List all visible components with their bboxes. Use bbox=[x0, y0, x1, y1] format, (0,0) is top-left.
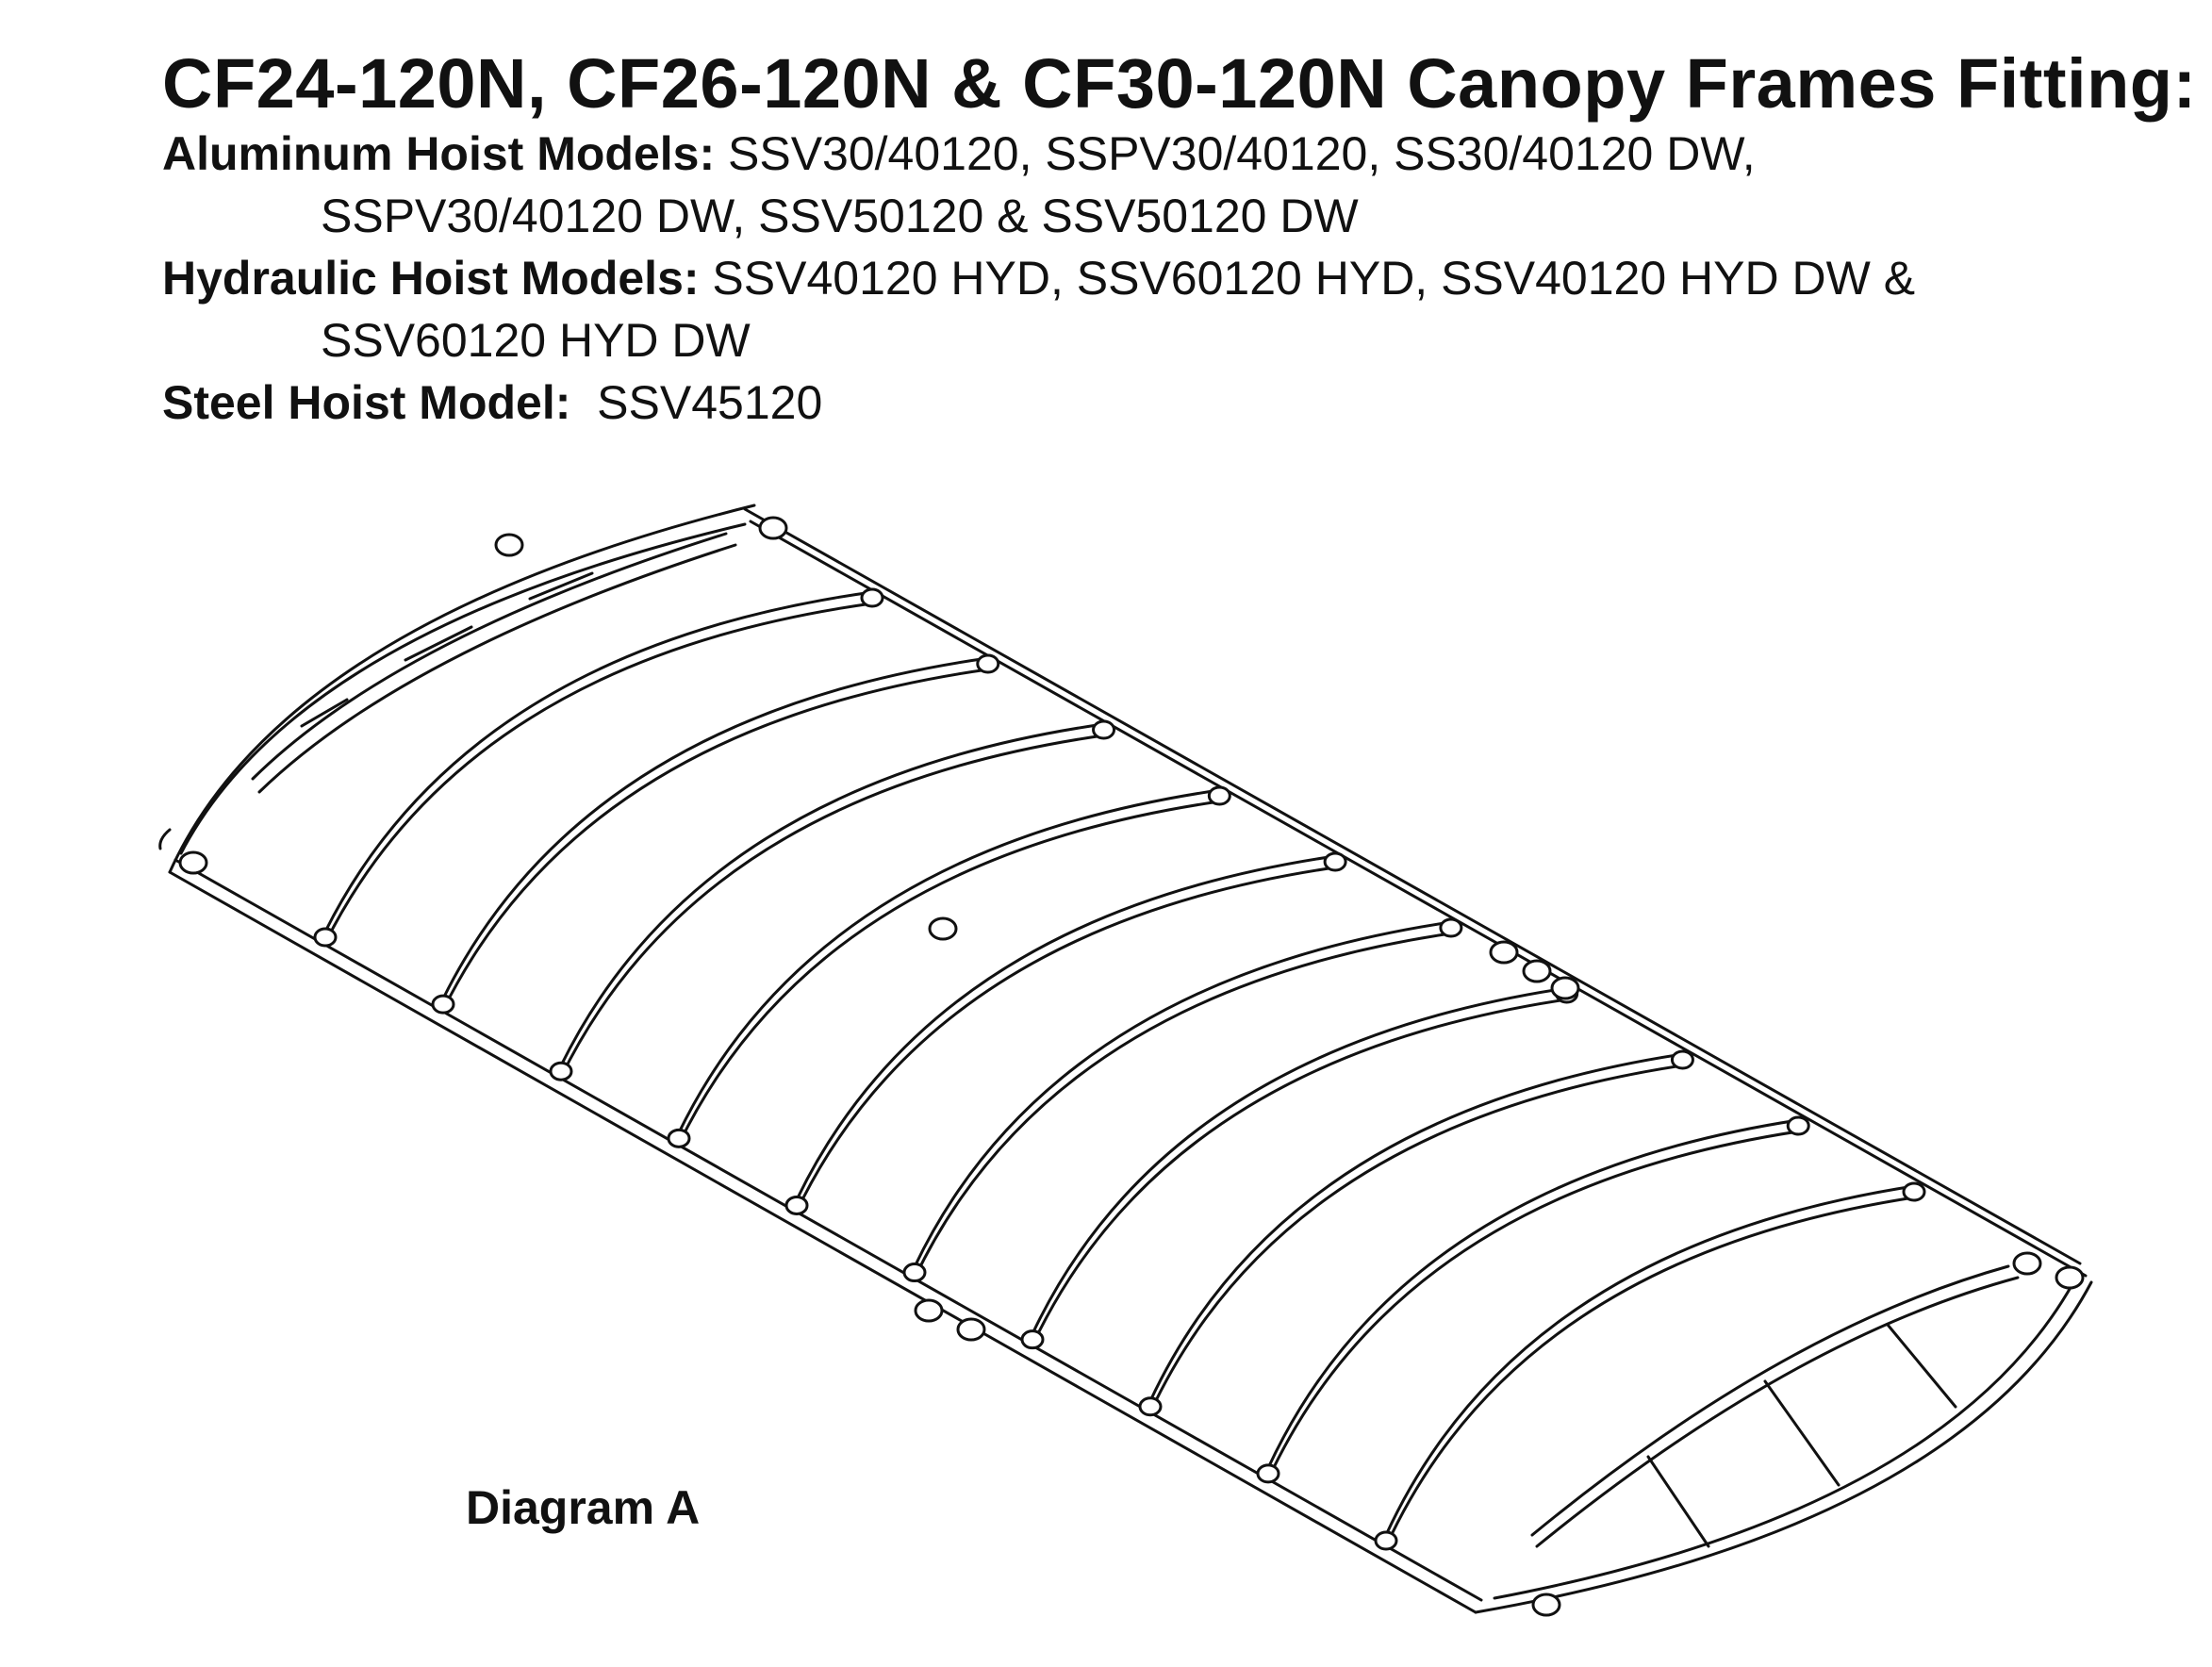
bow-7-front-fitting bbox=[1020, 1329, 1045, 1350]
end-bow-left bbox=[168, 503, 756, 874]
bow-9-back-fitting bbox=[1786, 1115, 1810, 1136]
bow-2-inner bbox=[441, 656, 990, 1000]
bow-9-outer bbox=[1266, 1130, 1800, 1481]
bow-7-outer bbox=[1031, 998, 1569, 1347]
hydraulic-hoist-list-line2: SSV60120 HYD DW bbox=[321, 314, 751, 367]
bow-8-outer bbox=[1148, 1064, 1684, 1414]
bow-2-back-fitting bbox=[976, 653, 1000, 674]
strut-left-3 bbox=[528, 571, 594, 601]
frame-fitting-11 bbox=[956, 1317, 986, 1342]
strut-right-1 bbox=[1646, 1455, 1710, 1548]
bow-4-outer bbox=[677, 800, 1221, 1146]
bow-1-inner bbox=[323, 590, 874, 933]
aluminum-hoist-label: Aluminum Hoist Models: bbox=[162, 127, 716, 180]
intermediate-bows bbox=[323, 590, 1916, 1548]
bow-3-back-fitting bbox=[1092, 719, 1116, 740]
page-title: CF24-120N, CF26-120N & CF30-120N Canopy … bbox=[162, 44, 2197, 123]
bow-6-outer bbox=[913, 932, 1453, 1280]
steel-hoist-value: SSV45120 bbox=[570, 376, 823, 429]
frame-fitting-12 bbox=[494, 533, 524, 557]
bow-3-outer bbox=[559, 734, 1106, 1079]
frame-fitting-4 bbox=[1531, 1593, 1561, 1617]
hydraulic-hoist-list-line1: SSV40120 HYD, SSV60120 HYD, SSV40120 HYD… bbox=[699, 252, 1916, 305]
strut-left-1 bbox=[300, 698, 349, 728]
bow-10-front-fitting bbox=[1374, 1530, 1398, 1551]
bow-7-inner bbox=[1031, 986, 1569, 1336]
bow-9-inner bbox=[1266, 1118, 1800, 1470]
bow-8-inner bbox=[1148, 1052, 1684, 1403]
frame-rail-front bbox=[168, 870, 1477, 1614]
bow-10-outer bbox=[1384, 1196, 1916, 1548]
frame-fitting-3 bbox=[928, 916, 958, 941]
bow-6-front-fitting bbox=[902, 1263, 927, 1283]
bow-5-front-fitting bbox=[784, 1195, 809, 1215]
end-brace-right-inner bbox=[1530, 1264, 2010, 1537]
end-bow-left-inner bbox=[179, 522, 747, 855]
frame-fitting-2 bbox=[758, 516, 788, 540]
bow-5-outer bbox=[795, 866, 1337, 1213]
frame-rail-back-inner bbox=[749, 520, 2088, 1278]
bow-1-back-fitting bbox=[860, 587, 884, 608]
hydraulic-hoist-label: Hydraulic Hoist Models: bbox=[162, 252, 700, 305]
frame-fitting-9 bbox=[1550, 976, 1580, 1000]
aluminum-hoist-models: Aluminum Hoist Models: SSV30/40120, SSPV… bbox=[162, 123, 1756, 247]
bow-6-back-fitting bbox=[1439, 917, 1463, 938]
bow-4-front-fitting bbox=[667, 1128, 691, 1148]
end-bow-right bbox=[1474, 1280, 2093, 1614]
end-bow-right-inner bbox=[1493, 1282, 2074, 1600]
bow-6-inner bbox=[913, 920, 1453, 1269]
bow-1-front-fitting bbox=[313, 927, 338, 948]
frame-fitting-1 bbox=[178, 850, 208, 875]
bow-2-front-fitting bbox=[431, 994, 455, 1015]
bow-5-inner bbox=[795, 854, 1337, 1201]
end-brace-left-inner bbox=[251, 532, 728, 781]
bow-8-front-fitting bbox=[1138, 1396, 1163, 1417]
frame-fitting-7 bbox=[1522, 959, 1552, 983]
frame-fitting-5 bbox=[2012, 1251, 2042, 1276]
bow-10-inner bbox=[1384, 1184, 1916, 1537]
aluminum-hoist-list-line1: SSV30/40120, SSPV30/40120, SS30/40120 DW… bbox=[715, 127, 1756, 180]
hydraulic-hoist-models: Hydraulic Hoist Models: SSV40120 HYD, SS… bbox=[162, 247, 1915, 371]
strut-right-3 bbox=[1886, 1323, 1957, 1409]
end-brace-left bbox=[257, 543, 737, 794]
bow-3-front-fitting bbox=[549, 1061, 573, 1081]
bow-10-back-fitting bbox=[1902, 1181, 1926, 1202]
bow-1-outer bbox=[323, 602, 874, 945]
bow-9-front-fitting bbox=[1256, 1463, 1280, 1484]
bow-4-back-fitting bbox=[1207, 785, 1231, 806]
end-brace-right bbox=[1535, 1276, 2020, 1548]
frame-fitting-6 bbox=[2055, 1265, 2085, 1290]
bow-3-inner bbox=[559, 722, 1106, 1067]
bow-5-back-fitting bbox=[1323, 851, 1347, 872]
steel-hoist-label: Steel Hoist Model: bbox=[162, 376, 571, 429]
strut-left-2 bbox=[404, 625, 473, 662]
end-rail-left bbox=[158, 828, 172, 850]
frame-fitting-10 bbox=[914, 1298, 944, 1323]
aluminum-hoist-list-line2: SSPV30/40120 DW, SSV50120 & SSV50120 DW bbox=[321, 190, 1359, 242]
strut-right-2 bbox=[1763, 1379, 1841, 1487]
bow-8-back-fitting bbox=[1670, 1049, 1694, 1070]
bow-2-outer bbox=[441, 668, 990, 1012]
frame-fitting-8 bbox=[1489, 940, 1519, 965]
steel-hoist-model: Steel Hoist Model: SSV45120 bbox=[162, 371, 822, 434]
diagram-label: Diagram A bbox=[466, 1481, 701, 1534]
frame-rail-back bbox=[743, 507, 2082, 1265]
bow-4-inner bbox=[677, 788, 1221, 1134]
